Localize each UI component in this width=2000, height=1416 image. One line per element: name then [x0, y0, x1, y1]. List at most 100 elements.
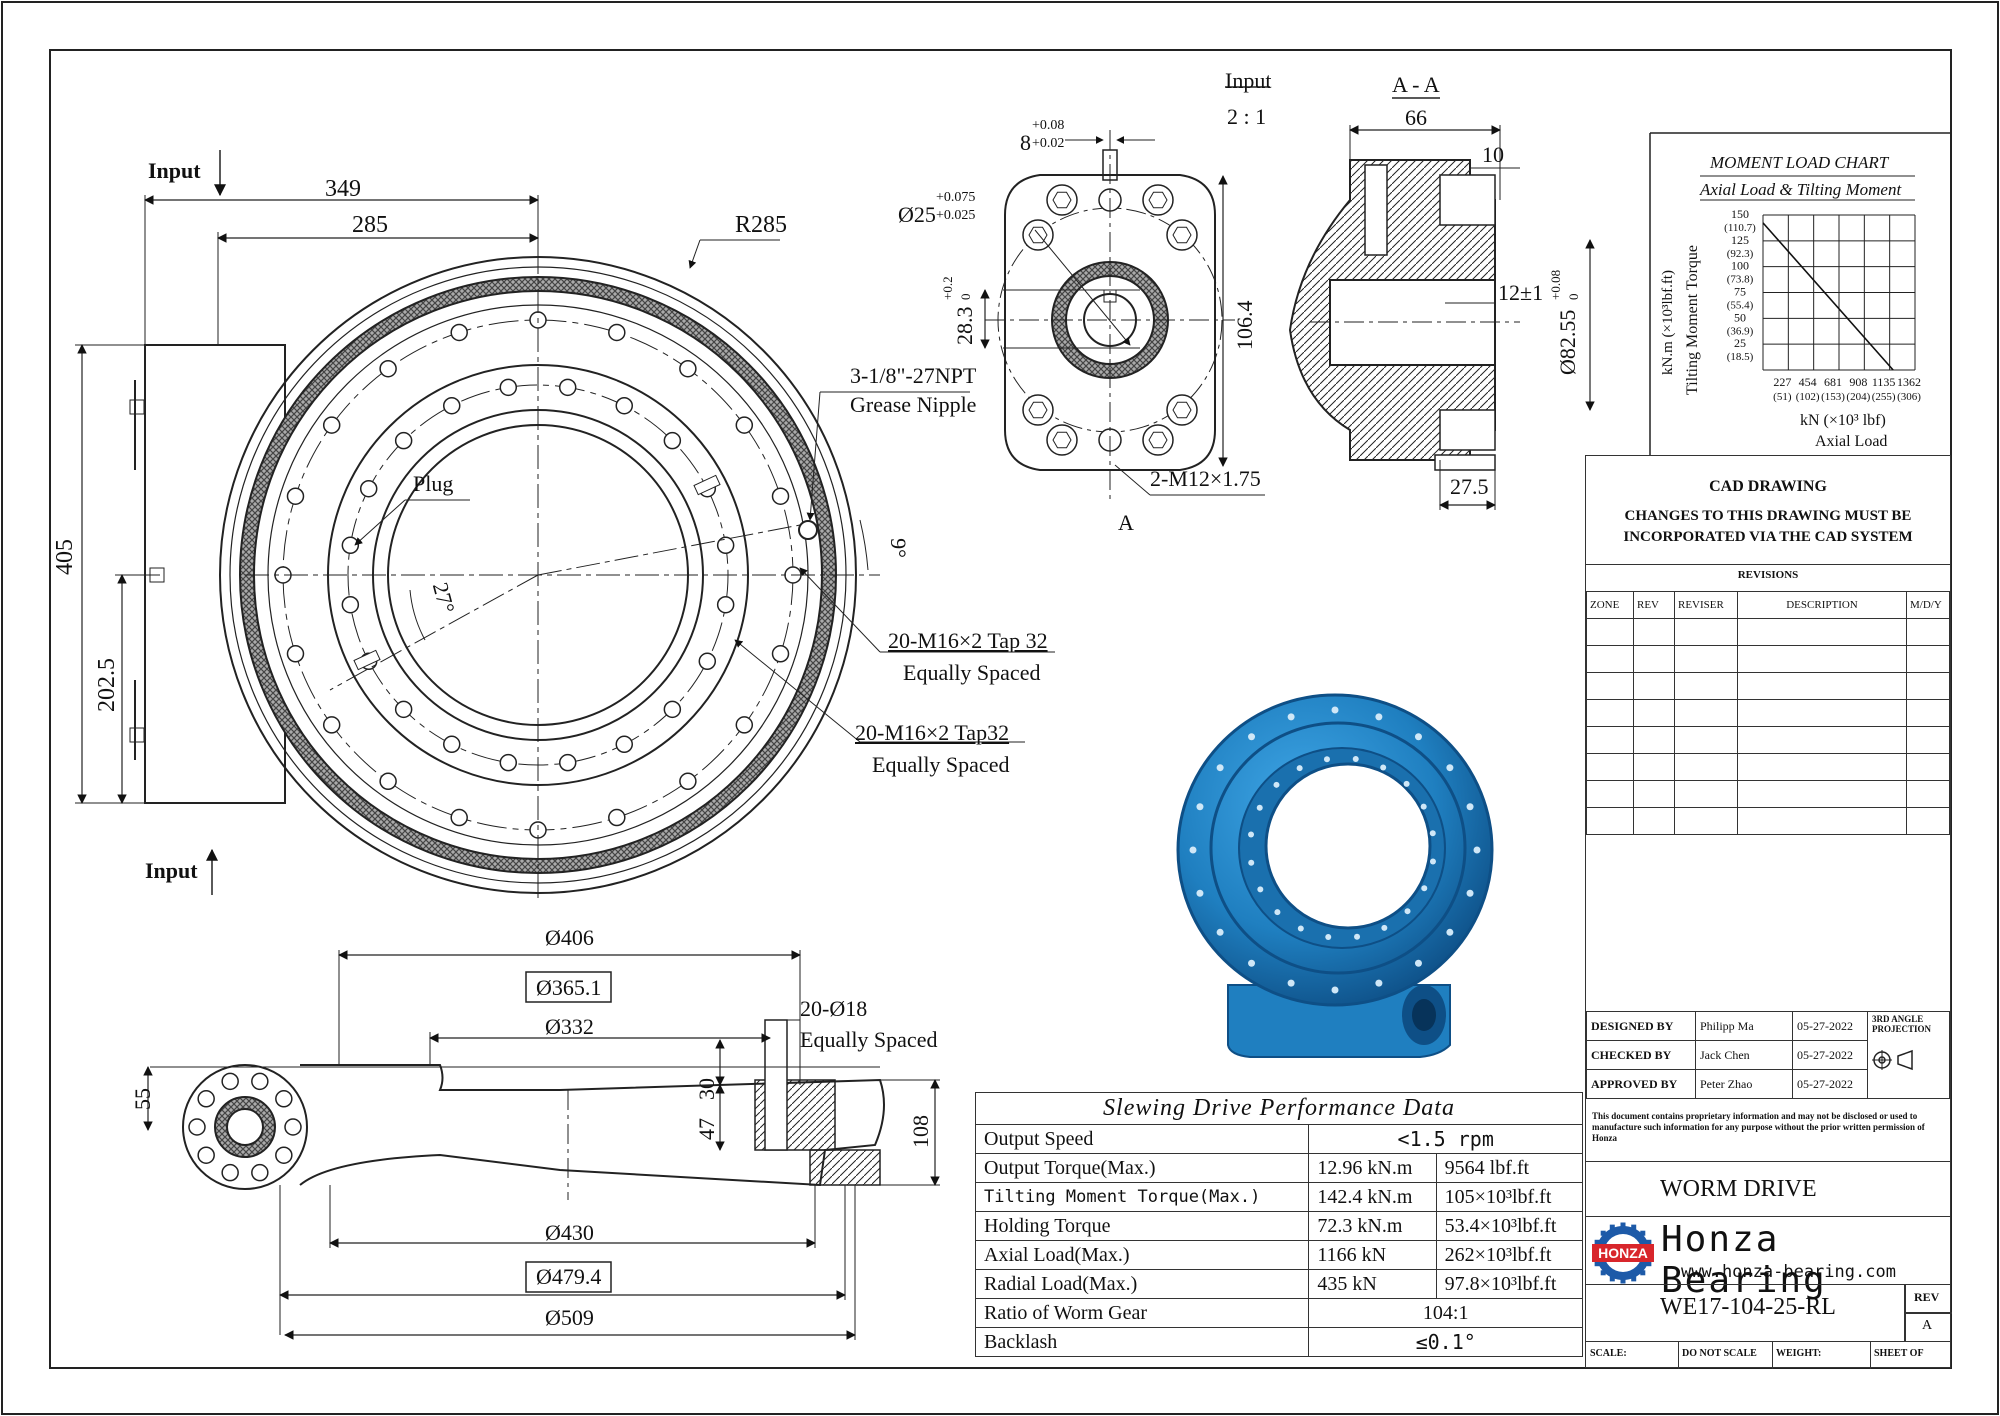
chart-x-tick-secondary: (153) — [1821, 391, 1845, 403]
side-bolt — [197, 1146, 215, 1164]
render-hole — [1287, 979, 1295, 987]
revisions-label: REVISIONS — [1737, 569, 1799, 581]
outer-bolt-hole — [679, 359, 697, 378]
dim-27-5: 27.5 — [1450, 474, 1489, 499]
inner-bolt-hole — [615, 735, 634, 754]
performance-table: Slewing Drive Performance Data Output Sp… — [974, 1092, 1584, 1357]
dim-106-4: 106.4 — [1232, 300, 1257, 351]
title-block: CAD DRAWING CHANGES TO THIS DRAWING MUST… — [1585, 455, 1952, 1369]
chart-x-tick-secondary: (204) — [1846, 391, 1870, 403]
chart-subtitle: Axial Load & Tilting Moment — [1700, 180, 1902, 199]
outer-bolt-hole — [322, 716, 341, 734]
dim-406: Ø406 — [545, 925, 594, 950]
logo-text: HONZA — [1598, 1245, 1648, 1261]
chart-x-tick-secondary: (51) — [1773, 391, 1792, 403]
render-hole — [1216, 928, 1224, 936]
perf-label: Holding Torque — [974, 1211, 1310, 1241]
render-hole — [1248, 733, 1256, 741]
perf-row: Ratio of Worm Gear 104:1 — [974, 1298, 1583, 1328]
projection-label: 3RD ANGLE PROJECTION — [1872, 1014, 1932, 1034]
outer-bolt-hole — [286, 645, 305, 663]
checked-name: Jack Chen — [1695, 1040, 1793, 1070]
perf-label: Axial Load(Max.) — [974, 1240, 1310, 1270]
inner-bolt-hole — [341, 595, 360, 614]
logo-gear-tooth — [1609, 1276, 1615, 1282]
perf-label: Tilting Moment Torque(Max.) — [974, 1182, 1310, 1212]
dim-82-55-tol-upper: +0.08 — [1548, 269, 1563, 300]
dim-365-1: Ø365.1 — [536, 975, 602, 1000]
dim-28-3-tol-lower: 0 — [958, 293, 973, 301]
outer-bolt-hole — [608, 808, 626, 827]
sheet-label: SHEET OF — [1874, 1348, 1924, 1359]
weight-label: WEIGHT: — [1776, 1348, 1822, 1359]
logo-gear-tooth — [1646, 1239, 1652, 1245]
outer-bolt-hole — [771, 487, 790, 505]
cad-note-2: INCORPORATED VIA THE CAD SYSTEM — [1623, 529, 1913, 545]
render-hole — [1248, 831, 1255, 838]
outer-bolt-hole — [450, 323, 468, 342]
approved-date: 05-27-2022 — [1792, 1069, 1868, 1099]
perf-si: 12.96 kN.m — [1308, 1153, 1437, 1183]
side-bolt — [221, 1163, 239, 1182]
dim-479-4: Ø479.4 — [536, 1264, 602, 1289]
chart-x-tick: 1135 — [1872, 375, 1896, 389]
logo-gear-tooth — [1620, 1278, 1626, 1284]
inner-bolt-hole — [394, 431, 413, 450]
rev-label: REV — [1914, 1290, 1940, 1304]
part-number: WE17-104-25-RL — [1660, 1294, 1836, 1320]
render-hole — [1196, 803, 1204, 811]
render-hole — [1257, 886, 1264, 893]
render-hole — [1414, 959, 1422, 967]
chart-xlabel-2: Axial Load — [1815, 433, 1888, 450]
chart-y-tick-secondary: (92.3) — [1727, 248, 1754, 260]
perf-imp: 53.4×10³lbf.ft — [1435, 1211, 1584, 1241]
chart-x-tick-secondary: (306) — [1897, 391, 1921, 403]
perf-label: Radial Load(Max.) — [974, 1269, 1310, 1299]
input-bolt — [1046, 184, 1078, 216]
render-hole — [1420, 803, 1427, 810]
dim-55: 55 — [130, 1088, 155, 1110]
checked-label: CHECKED BY — [1586, 1040, 1696, 1070]
cad-note-1: CHANGES TO THIS DRAWING MUST BE — [1624, 508, 1912, 524]
input-view-title: Input — [1225, 68, 1272, 93]
perf-imp: 9564 lbf.ft — [1435, 1153, 1584, 1183]
render-hole — [1473, 846, 1481, 854]
render-hole — [1421, 885, 1428, 892]
chart-y-tick: 150 — [1731, 207, 1749, 221]
dim-82-55: Ø82.55 — [1555, 309, 1580, 375]
chart-x-tick-secondary: (102) — [1796, 391, 1820, 403]
input-bolt — [1142, 184, 1174, 216]
logo-gear-tooth — [1609, 1224, 1615, 1230]
chart-series-line — [1762, 222, 1894, 371]
perf-row: Output Speed <1.5 rpm — [974, 1124, 1583, 1154]
render-hole — [1354, 933, 1361, 940]
inner-bolt-hole — [558, 378, 577, 397]
moment-chart: 150(110.7)125(92.3)100(73.8)75(55.4)50(3… — [1724, 207, 1921, 403]
do-not-scale: DO NOT SCALE — [1682, 1348, 1757, 1359]
designed-date: 05-27-2022 — [1792, 1011, 1868, 1041]
logo-gear-tooth — [1631, 1224, 1637, 1230]
dim-12: 12±1 — [1498, 280, 1544, 305]
logo-gear-tooth — [1594, 1239, 1600, 1245]
dim-430: Ø430 — [545, 1220, 594, 1245]
rev-header: REV — [1633, 591, 1675, 619]
revisions-table: ZONE REV REVISER DESCRIPTION M/D/Y — [1586, 591, 1950, 835]
chart-y-tick: 50 — [1734, 310, 1746, 324]
side-bolt — [275, 1090, 293, 1108]
perf-label: Output Speed — [974, 1124, 1310, 1154]
dim-8-tol-lower: +0.02 — [1032, 136, 1065, 151]
chart-y-tick: 75 — [1734, 285, 1746, 299]
tap-b-label-2: Equally Spaced — [872, 752, 1010, 777]
outer-bolt-hole — [450, 808, 468, 827]
render-hole — [1248, 959, 1256, 967]
perf-row: Axial Load(Max.) 1166 kN 262×10³lbf.ft — [974, 1240, 1584, 1270]
render-hole — [1274, 909, 1281, 916]
dim-10: 10 — [1482, 142, 1504, 167]
chart-y-tick-secondary: (110.7) — [1724, 222, 1756, 234]
inner-bolt-hole — [442, 735, 461, 754]
rev-header: DESCRIPTION — [1737, 591, 1907, 619]
product-render — [1176, 693, 1494, 1058]
side-bolt — [221, 1072, 239, 1091]
inner-bolt-hole — [663, 700, 682, 719]
